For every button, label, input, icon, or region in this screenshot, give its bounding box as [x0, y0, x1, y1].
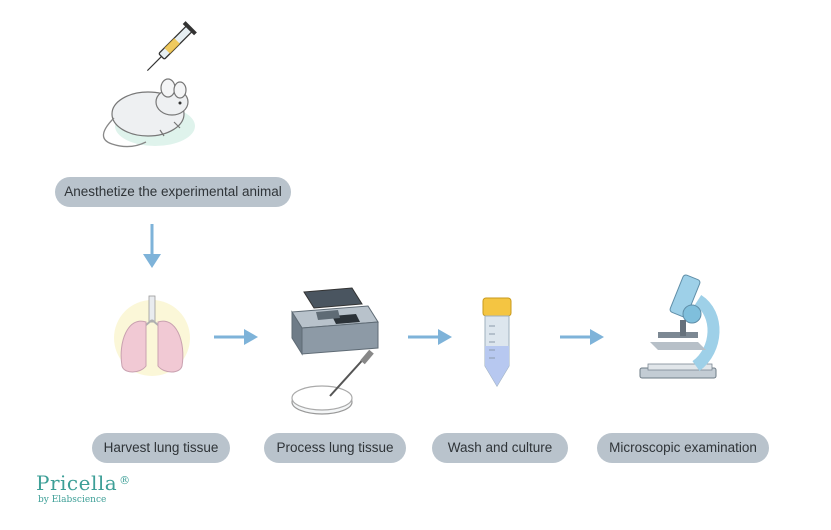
step-wash-label: Wash and culture — [432, 433, 568, 463]
step-process-label: Process lung tissue — [264, 433, 406, 463]
arrow-down-1 — [143, 224, 161, 268]
lungs-illustration — [114, 295, 190, 376]
arrow-right-3 — [560, 329, 604, 345]
microscope-illustration — [639, 274, 720, 379]
brand-name: Pricella® — [36, 471, 131, 495]
step-microscopic-label: Microscopic examination — [597, 433, 769, 463]
tissue-processor-illustration — [291, 287, 379, 415]
arrow-right-1 — [214, 329, 258, 345]
registered-mark: ® — [119, 474, 131, 487]
centrifuge-tube-illustration — [482, 297, 512, 387]
step-harvest-label: Harvest lung tissue — [92, 433, 230, 463]
pricella-logo: Pricella® by Elabscience — [36, 472, 131, 506]
brand-tagline: by Elabscience — [38, 495, 107, 505]
step-anesthetize-label: Anesthetize the experimental animal — [55, 177, 291, 207]
mouse-syringe-illustration — [102, 21, 197, 148]
arrow-right-2 — [408, 329, 452, 345]
